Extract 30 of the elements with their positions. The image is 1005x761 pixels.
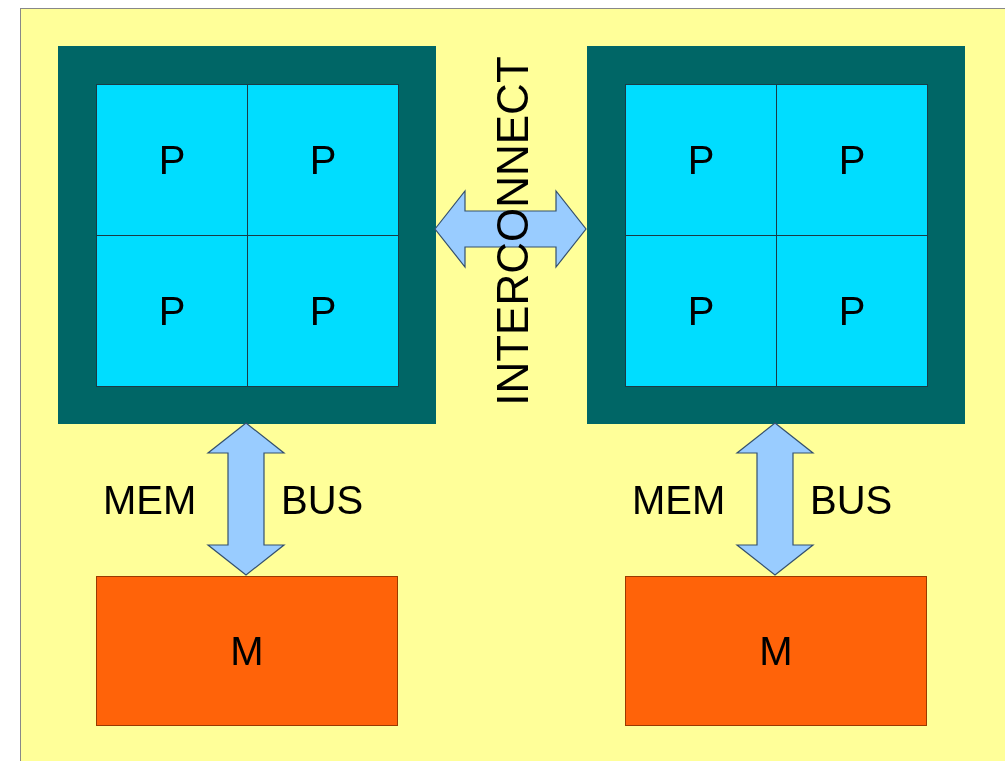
processor-cell	[96, 235, 248, 387]
node-label: P	[158, 140, 186, 180]
node-label: P	[309, 140, 337, 180]
processor-cell	[625, 235, 777, 387]
processor-chip	[58, 46, 436, 424]
edge-label: INTERCONNECT	[490, 56, 535, 406]
bus-label: MEM	[632, 480, 726, 520]
processor-cell	[625, 84, 777, 236]
bus-label: BUS	[281, 480, 364, 520]
bus-label: BUS	[810, 480, 893, 520]
processor-cell	[247, 235, 399, 387]
processor-chip	[587, 46, 965, 424]
block-arrow	[206, 422, 286, 576]
node-label: P	[838, 140, 866, 180]
memory-box	[625, 576, 927, 726]
memory-box	[96, 576, 398, 726]
node-label: M	[759, 631, 793, 671]
processor-cell	[776, 235, 928, 387]
block-arrow	[434, 189, 587, 269]
bus-label: MEM	[103, 480, 197, 520]
node-label: M	[230, 631, 264, 671]
block-arrow	[735, 422, 815, 576]
node-label: P	[158, 291, 186, 331]
processor-cell	[247, 84, 399, 236]
processor-cell	[776, 84, 928, 236]
node-label: P	[838, 291, 866, 331]
node-label: P	[309, 291, 337, 331]
processor-cell	[96, 84, 248, 236]
node-label: P	[687, 291, 715, 331]
node-label: P	[687, 140, 715, 180]
